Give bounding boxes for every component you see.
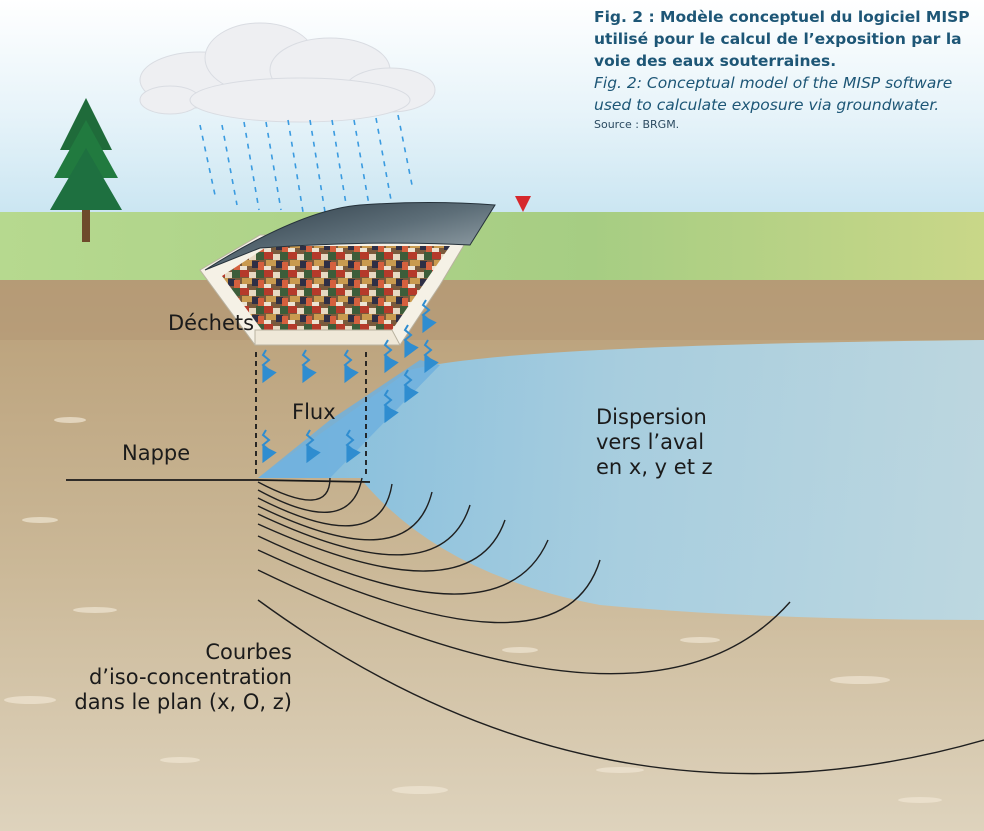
landfill-waste-pit <box>199 234 471 346</box>
label-dispersion-line-1: Dispersion <box>596 405 707 429</box>
label-dispersion-line-3: en x, y et z <box>596 455 713 479</box>
label-courbes: Courbes d’iso-concentration dans le plan… <box>74 640 292 715</box>
cloud <box>139 22 436 123</box>
label-nappe: Nappe <box>122 441 191 465</box>
water-table-line <box>66 479 371 483</box>
label-dispersion-line-2: vers l’aval <box>596 430 705 454</box>
water-level-marker <box>515 196 531 212</box>
caption-title-fr: Fig. 2 : Modèle conceptuel du logiciel M… <box>594 8 970 70</box>
iso-concentration-curves <box>257 477 984 775</box>
pine-tree <box>50 98 122 242</box>
label-dispersion: Dispersion vers l’aval en x, y et z <box>596 405 713 480</box>
caption-source: Source : BRGM. <box>594 118 680 131</box>
label-dechets: Déchets <box>168 311 255 335</box>
flux-arrows <box>261 299 439 464</box>
label-flux: Flux <box>292 400 336 424</box>
landfill-cover <box>204 202 496 271</box>
grass-strip <box>0 212 984 282</box>
label-courbes-line-2: d’iso-concentration <box>88 665 292 689</box>
rain <box>199 114 414 213</box>
figure-caption: Fig. 2 : Modèle conceptuel du logiciel M… <box>594 6 974 134</box>
groundwater-plume <box>258 340 984 620</box>
caption-title-en: Fig. 2: Conceptual model of the MISP sof… <box>594 74 953 114</box>
label-courbes-line-1: Courbes <box>205 640 292 664</box>
label-courbes-line-3: dans le plan (x, O, z) <box>74 690 292 714</box>
